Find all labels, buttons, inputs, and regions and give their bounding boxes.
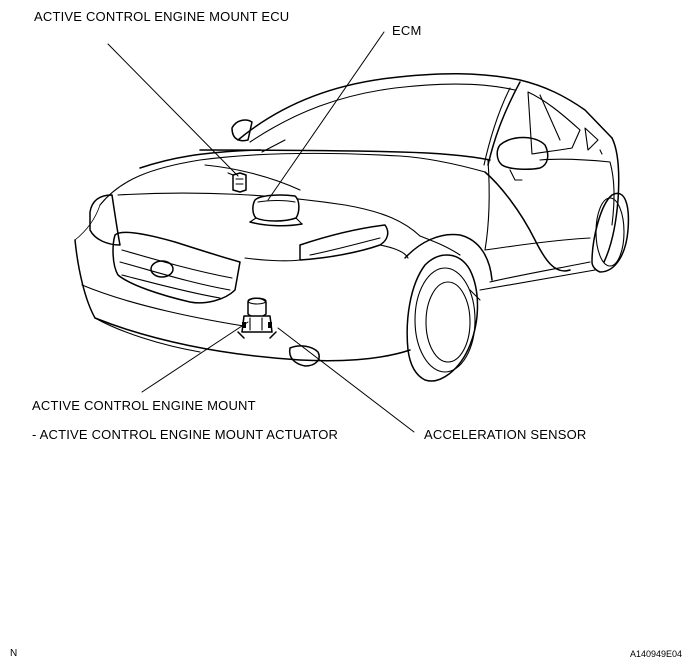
- ecm-component: [249, 194, 303, 227]
- figure-id: A140949E04: [629, 649, 682, 659]
- label-active-control-engine-mount-ecu: ACTIVE CONTROL ENGINE MOUNT ECU: [34, 9, 290, 24]
- label-ecm: ECM: [392, 23, 422, 38]
- label-acceleration-sensor: ACCELERATION SENSOR: [424, 427, 587, 442]
- ecu-component: [227, 172, 247, 193]
- label-active-control-engine-mount: ACTIVE CONTROL ENGINE MOUNT: [32, 398, 256, 413]
- footer-left-code: N: [10, 648, 18, 659]
- label-engine-mount-actuator: - ACTIVE CONTROL ENGINE MOUNT ACTUATOR: [32, 427, 339, 442]
- leader-lines: [107, 31, 415, 433]
- engine-mount-component: [237, 297, 277, 339]
- car-outline: [74, 73, 630, 382]
